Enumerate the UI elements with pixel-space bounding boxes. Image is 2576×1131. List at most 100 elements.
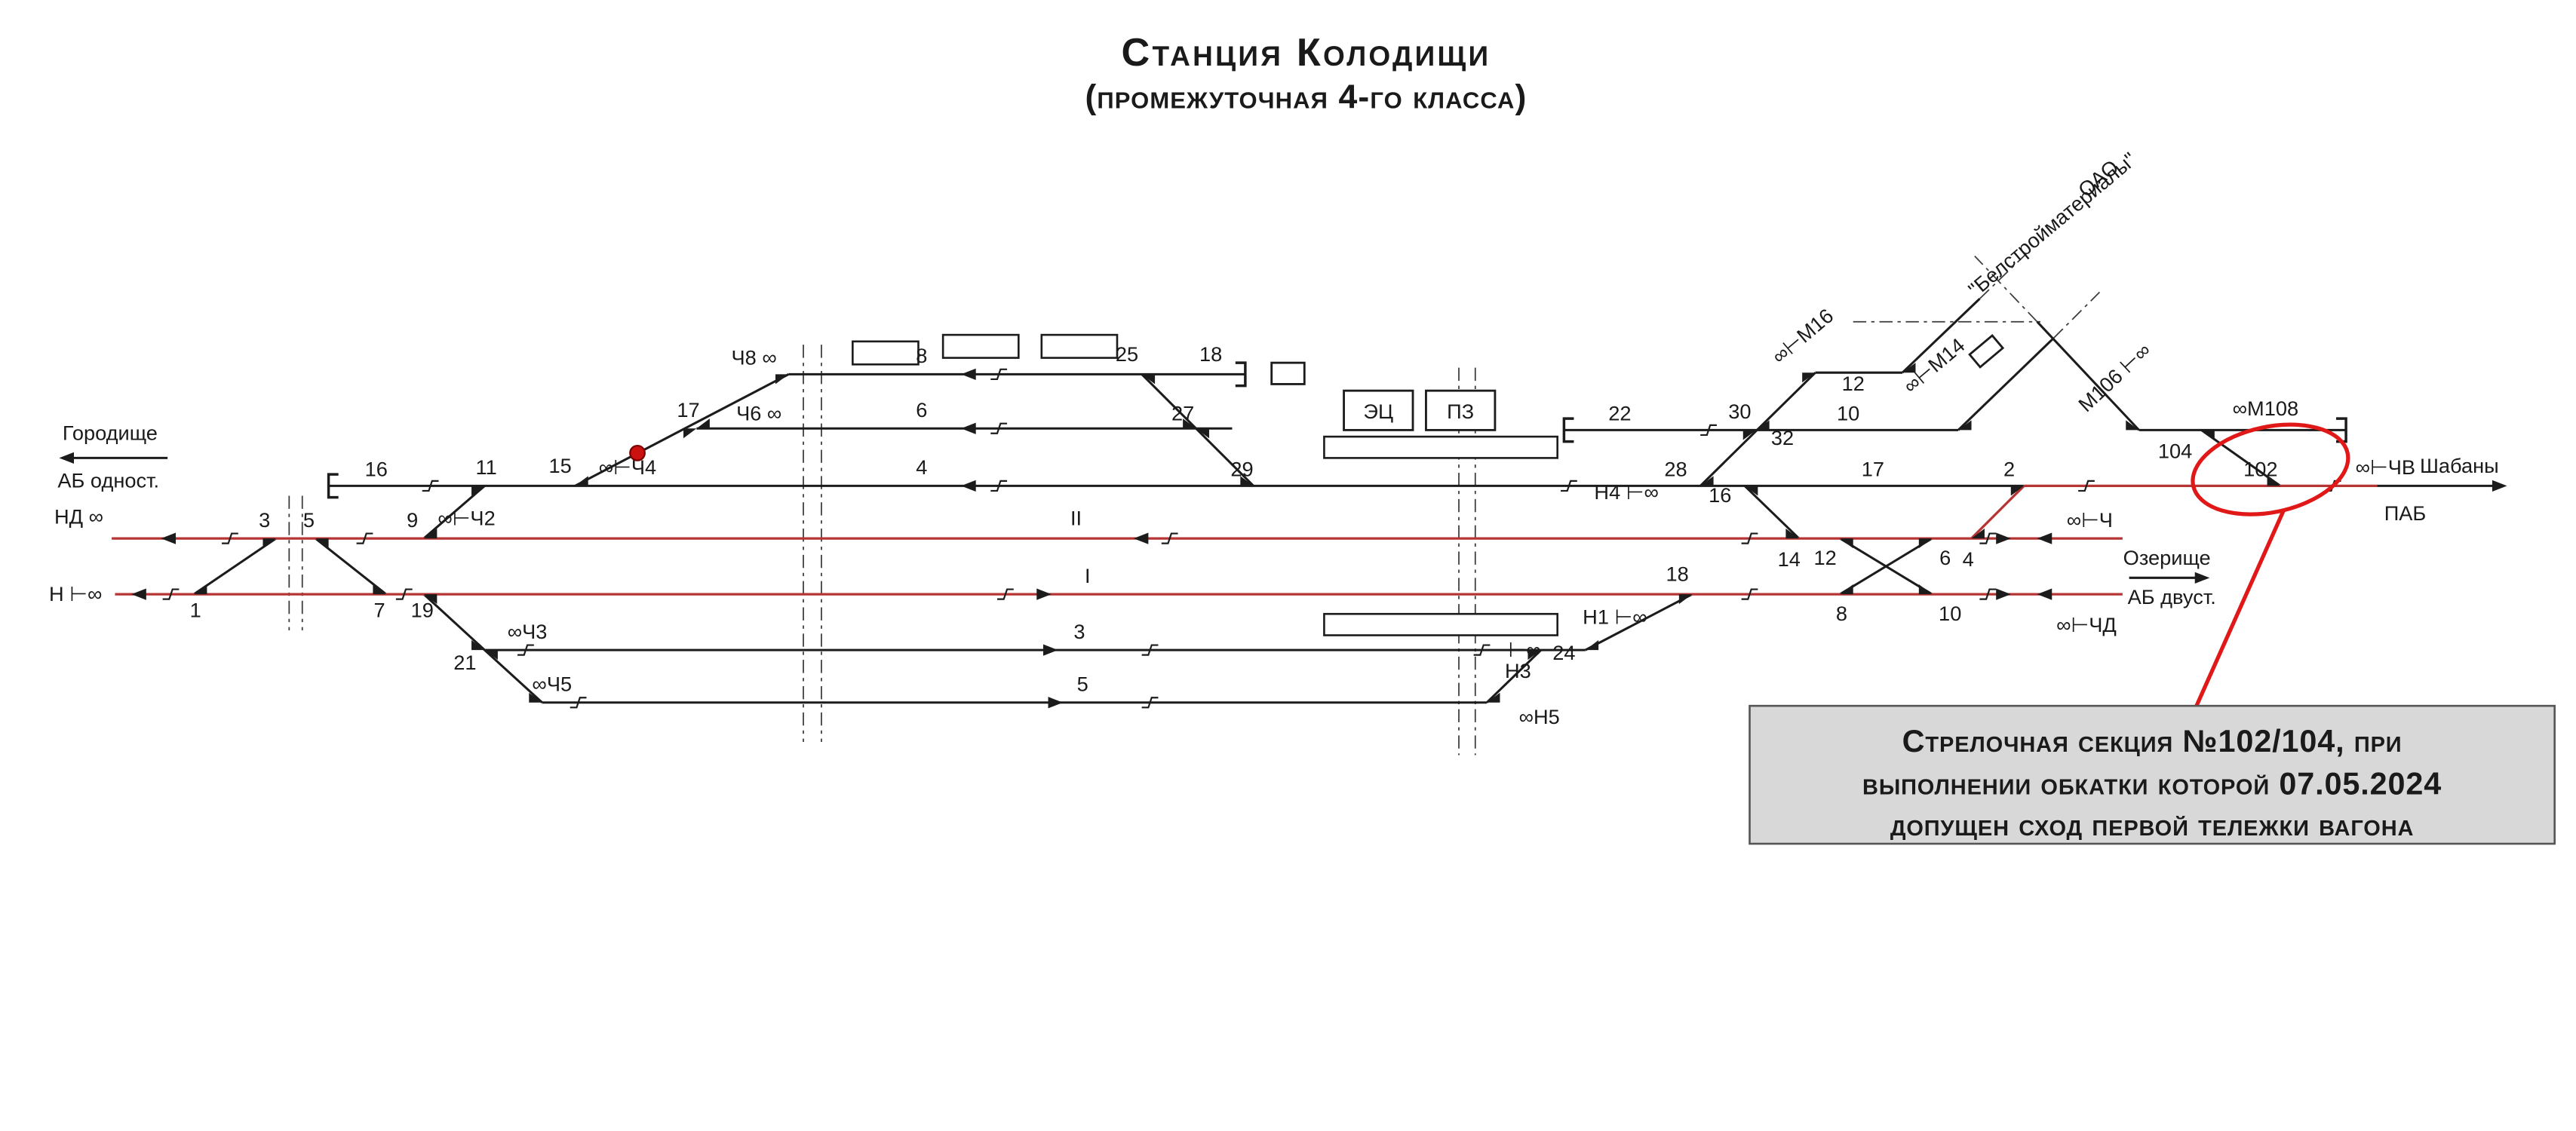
diagram-label: ∞Ч3: [508, 620, 548, 643]
direction-arrow: [961, 422, 976, 434]
diagram-label: Ч6 ∞: [736, 401, 781, 425]
direction-arrow: [2037, 588, 2053, 600]
diagram-label: 18: [1199, 342, 1222, 366]
diagram-label: 3: [259, 508, 270, 532]
insulated-joint-mark: [395, 588, 413, 600]
diagram-label: 1: [190, 599, 201, 622]
diagram-label: 27: [1171, 401, 1194, 425]
diagram-label: II: [1070, 507, 1082, 530]
signal-dot: [629, 444, 646, 461]
diagram-label: 6: [1939, 546, 1951, 569]
diagram-label: 24: [1552, 641, 1575, 664]
insulated-joint-mark: [1161, 532, 1178, 544]
diagram-label: 14: [1778, 547, 1801, 571]
insulated-joint-mark: [356, 532, 373, 544]
direction-arrow: [2037, 532, 2053, 544]
insulated-joint-mark: [1561, 480, 1577, 492]
diagram-label: Н ⊢∞: [49, 582, 102, 605]
direction-arrow: [961, 368, 976, 380]
insulated-joint-mark: [222, 532, 238, 544]
diagram-label: 8: [1836, 602, 1847, 625]
insulated-joint-mark: [990, 480, 1008, 492]
diagram-label: 17: [1862, 457, 1884, 480]
switch-mark: [1756, 420, 1770, 431]
diagram-label: 28: [1664, 457, 1687, 480]
switch-mark: [1585, 640, 1599, 651]
insulated-joint-mark: [1979, 588, 1997, 600]
direction-arrow: [59, 452, 75, 464]
diagram-label: 2: [2003, 457, 2015, 480]
switch-mark: [1918, 538, 1933, 549]
direction-arrow: [961, 480, 976, 492]
insulated-joint-mark: [997, 588, 1014, 600]
direction-arrow: [1996, 588, 2011, 600]
diagram-label: 12: [1814, 546, 1837, 569]
diagram-label: "Белстройматериалы": [1963, 148, 2141, 302]
diagram-label: 29: [1230, 457, 1253, 480]
insulated-joint-mark: [422, 480, 439, 492]
insulated-joint-marks: [162, 368, 2341, 709]
switch-mark: [696, 418, 710, 429]
diagram-label: ∞⊢Ч4: [599, 455, 656, 479]
diagram-label: 10: [1939, 602, 1961, 625]
insulated-joint-mark: [1979, 532, 1997, 544]
switch-mark: [471, 486, 485, 496]
switch-mark: [423, 594, 438, 605]
diagram-label: Озерище: [2123, 546, 2211, 569]
track-lines: [62, 298, 2501, 704]
diagram-label: ∞⊢ЧД: [2056, 613, 2117, 636]
diagram-label: 5: [303, 508, 315, 532]
switch-mark: [193, 584, 207, 595]
switch-mark: [484, 650, 498, 661]
diagram-label: ⊢∞: [1509, 638, 1541, 661]
diagram-label: 11: [476, 455, 497, 479]
diagram-label: АБ двуст.: [2128, 585, 2216, 608]
insulated-joint-mark: [517, 644, 534, 656]
building-ec: [1343, 389, 1414, 431]
diagram-label: 7: [374, 599, 385, 622]
diagram-label: ПАБ: [2384, 501, 2427, 525]
diagram-label: ∞М108: [2233, 397, 2298, 420]
building-pz: [1425, 389, 1497, 431]
diagram-label: Ч8 ∞: [732, 345, 777, 369]
diagram-label: 25: [1116, 342, 1138, 366]
diagram-label: 22: [1608, 401, 1631, 425]
direction-arrow: [161, 532, 177, 544]
buildings: [1270, 333, 2005, 431]
switch-mark: [1487, 692, 1500, 703]
building-deadend: [1270, 361, 1306, 385]
switch-mark: [575, 476, 588, 486]
axis-lines: [288, 252, 2101, 756]
diagram-label: Шабаны: [2420, 454, 2499, 477]
switch-mark: [373, 584, 386, 595]
insulated-joint-mark: [990, 368, 1008, 380]
direction-arrow: [1133, 532, 1149, 544]
diagram-label: 19: [411, 599, 434, 622]
direction-arrow: [1036, 588, 1052, 600]
direction-arrows: [59, 368, 2507, 709]
switch-mark: [1785, 529, 1799, 539]
switch-marks: [193, 363, 2280, 703]
insulated-joint-mark: [990, 422, 1008, 434]
switch-mark: [775, 374, 789, 385]
diagram-label: I: [1085, 564, 1091, 587]
diagram-label: Н1 ⊢∞: [1583, 605, 1647, 628]
insulated-joint-mark: [570, 697, 587, 709]
diagram-label: 16: [365, 457, 388, 480]
diagram-label: 15: [549, 454, 572, 477]
diagram-label: Н4 ⊢∞: [1594, 480, 1658, 504]
diagram-label: 18: [1666, 562, 1689, 586]
insulated-joint-mark: [1141, 644, 1159, 656]
diagram-label: 21: [453, 651, 476, 674]
insulated-joint-mark: [2078, 480, 2095, 492]
switch-mark: [1196, 428, 1209, 439]
diagram-label: 3: [1073, 620, 1085, 643]
insulated-joint-mark: [1741, 532, 1758, 544]
diagram-label: 5: [1077, 673, 1088, 696]
diagram-label: 16: [1709, 483, 1731, 507]
switch-mark: [1527, 650, 1541, 661]
direction-arrow: [2194, 572, 2210, 584]
page-title: Станция Колодищи: [1122, 31, 1491, 75]
diagram-label: 12: [1842, 372, 1865, 395]
